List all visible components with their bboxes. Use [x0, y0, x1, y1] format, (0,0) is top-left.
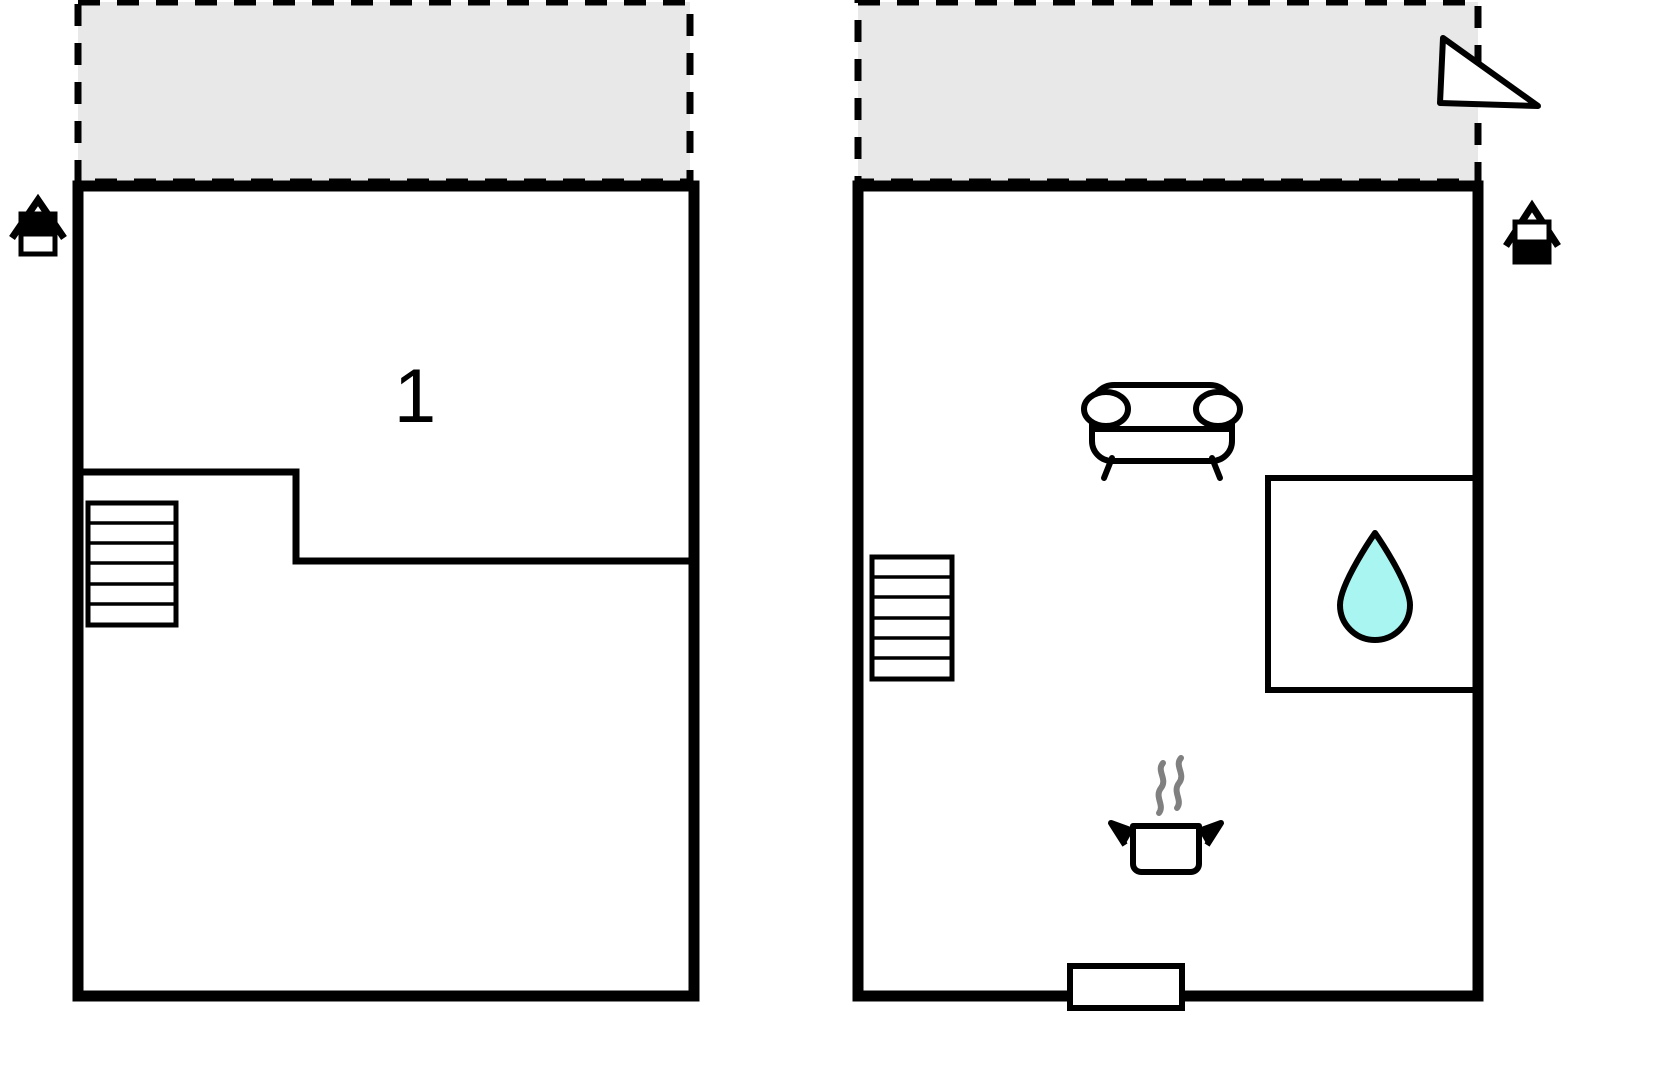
- cooking-pot-icon: [1108, 755, 1224, 875]
- entrance-door: [1067, 963, 1185, 1011]
- floor-outline-left: [72, 180, 700, 1002]
- sofa-icon: [1081, 382, 1243, 481]
- interior-wall-left: [83, 468, 694, 565]
- terrace-right: [854, 0, 1482, 186]
- staircase-right: [869, 554, 955, 682]
- north-indicator-icon-right: [1503, 199, 1561, 265]
- room-number-label: 1: [394, 354, 436, 439]
- terrace-wedge-icon: [1437, 35, 1541, 109]
- floor-right-group: [852, 0, 1561, 1011]
- north-indicator-icon-left: [9, 193, 67, 257]
- floor-left-group: 1: [9, 0, 700, 1002]
- bathroom-enclosure: [1265, 475, 1480, 693]
- terrace-left: [74, 0, 694, 186]
- staircase-left: [85, 500, 179, 628]
- water-drop-icon: [1337, 530, 1413, 643]
